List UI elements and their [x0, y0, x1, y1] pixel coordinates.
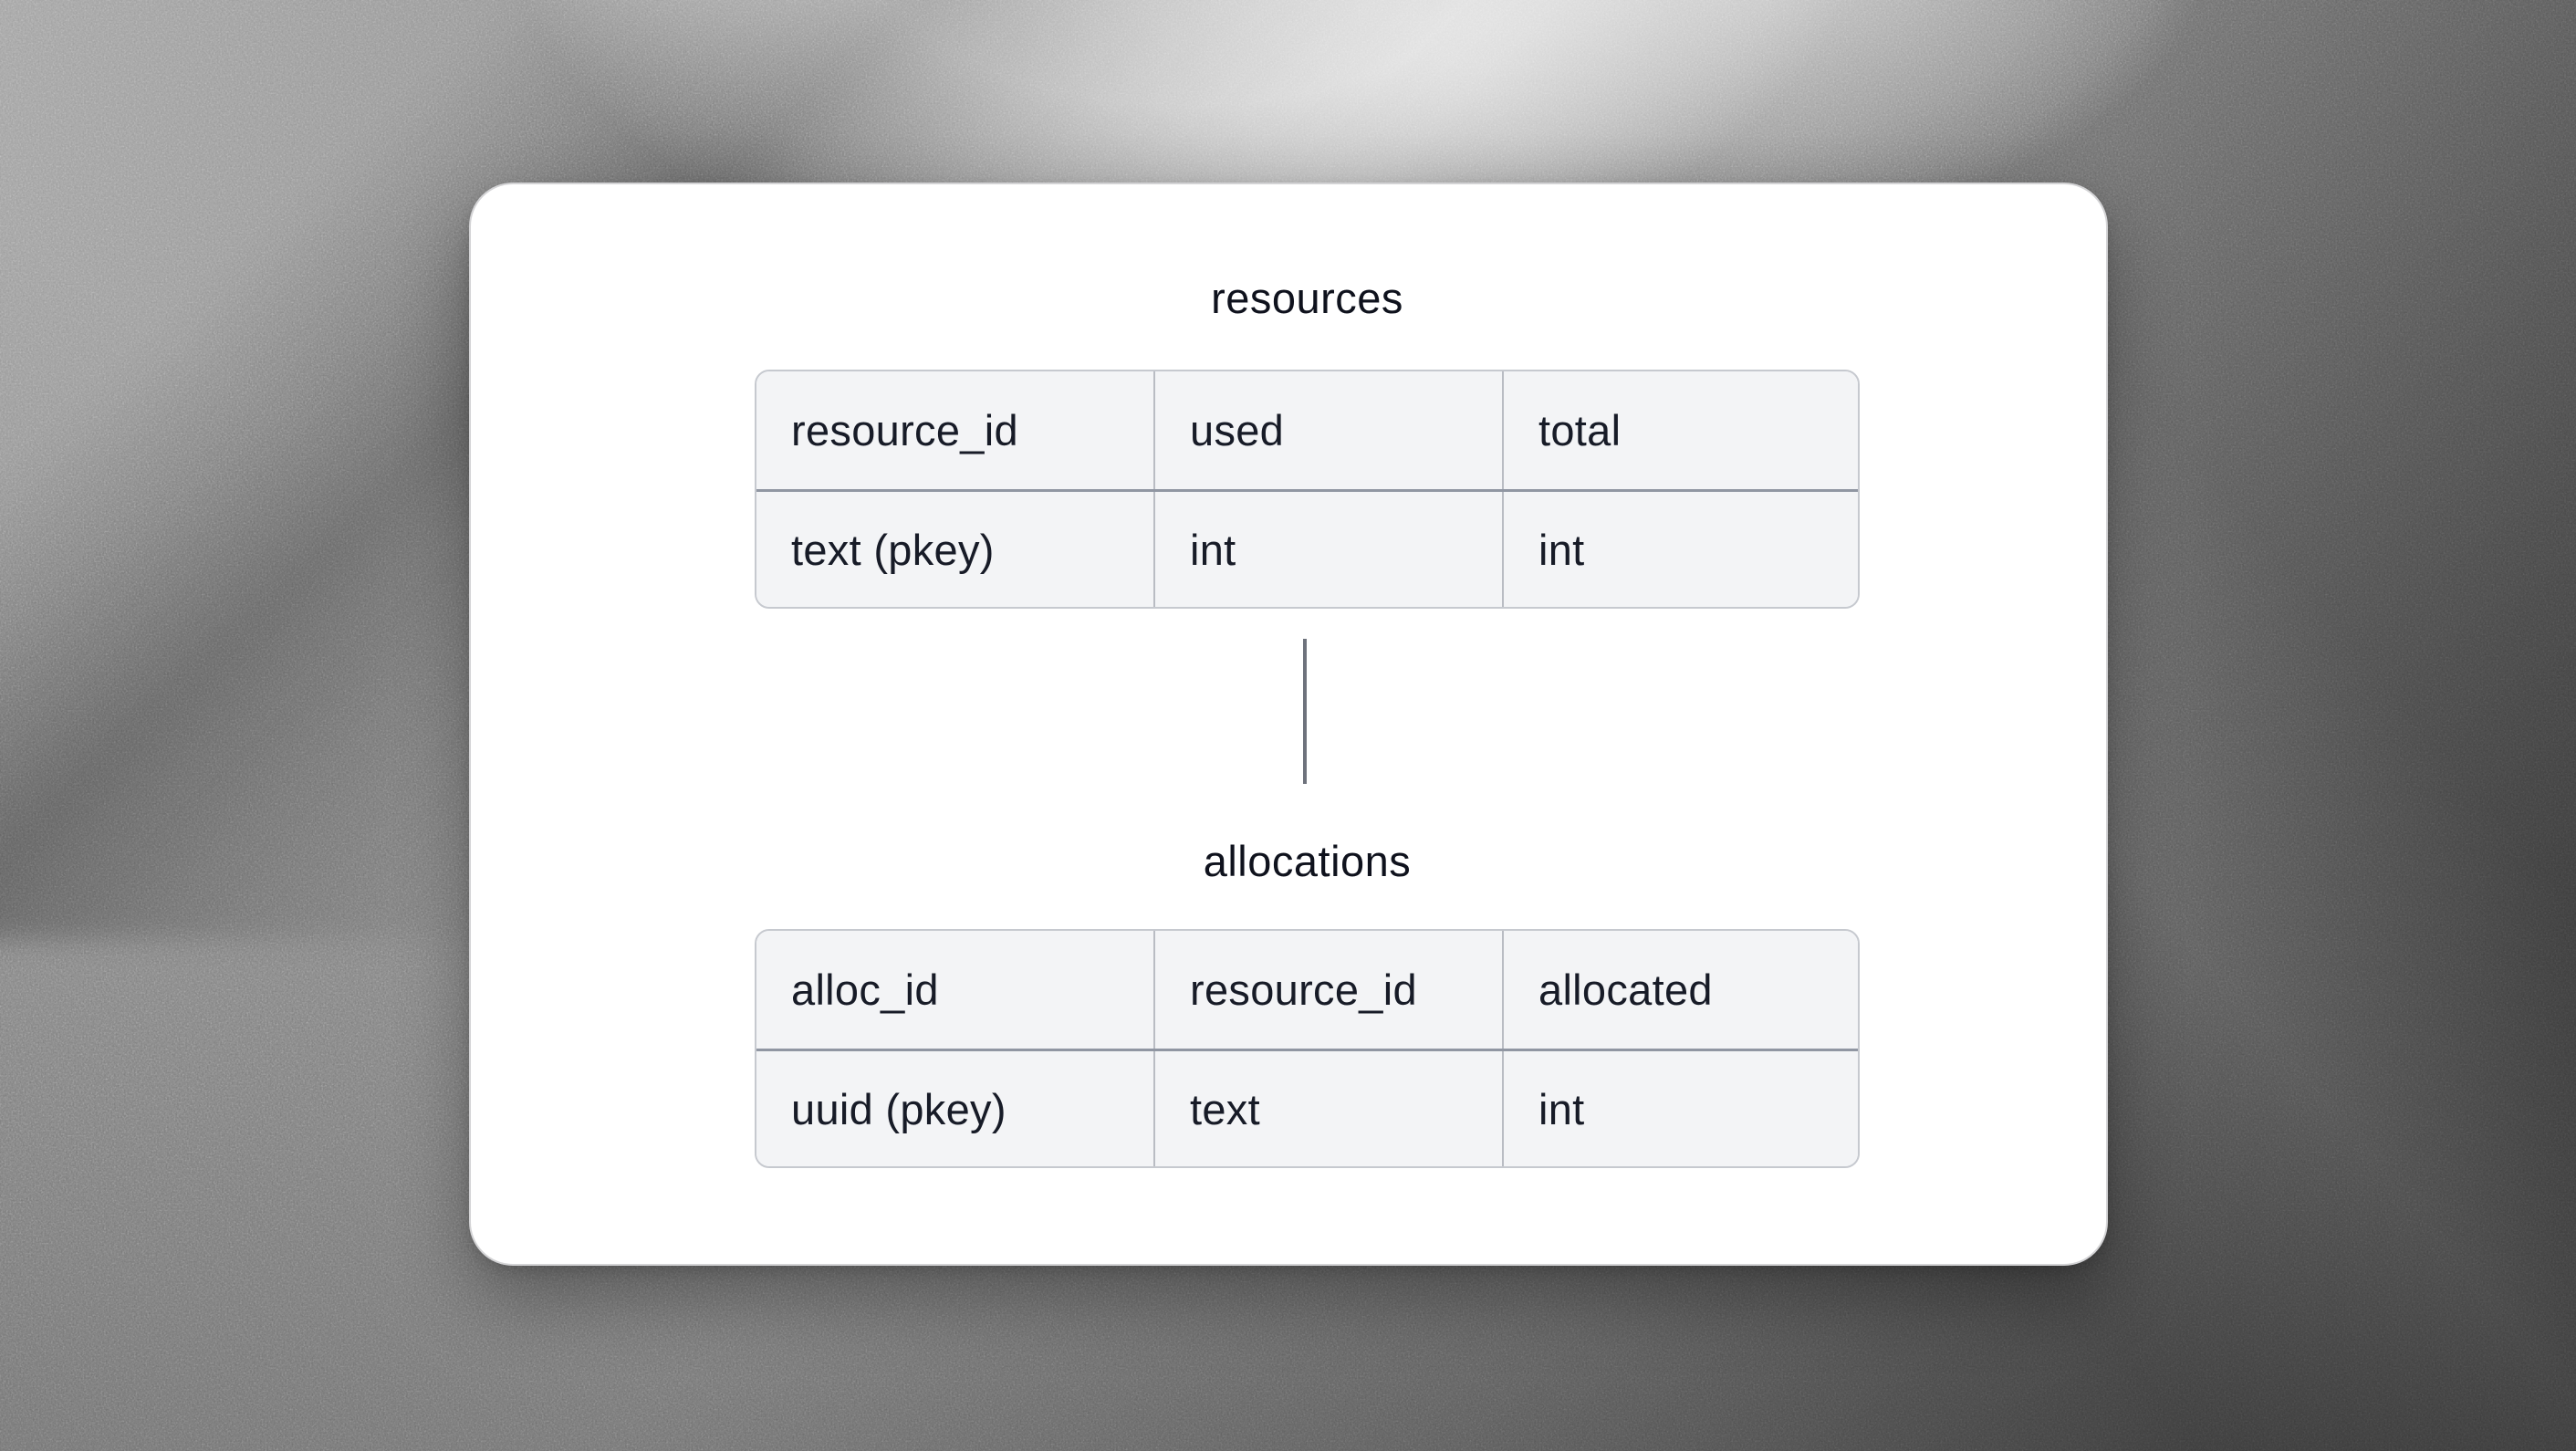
- column-header: used: [1155, 371, 1504, 489]
- table-title-allocations: allocations: [1203, 837, 1412, 885]
- column-header: resource_id: [1155, 931, 1504, 1049]
- column-header: allocated: [1504, 931, 1858, 1049]
- column-header: total: [1504, 371, 1858, 489]
- table-resources: resource_id used total text (pkey) int i…: [755, 370, 1860, 609]
- table-resources-header-row: resource_id used total: [756, 371, 1858, 492]
- table-title-resources: resources: [1211, 274, 1403, 322]
- column-type: int: [1504, 492, 1858, 607]
- relationship-connector-line: [1303, 639, 1307, 784]
- column-header: resource_id: [756, 371, 1155, 489]
- table-allocations-header-row: alloc_id resource_id allocated: [756, 931, 1858, 1051]
- column-type: text: [1155, 1051, 1504, 1166]
- column-type: int: [1155, 492, 1504, 607]
- table-resources-type-row: text (pkey) int int: [756, 492, 1858, 607]
- column-type: uuid (pkey): [756, 1051, 1155, 1166]
- column-header: alloc_id: [756, 931, 1155, 1049]
- column-type: int: [1504, 1051, 1858, 1166]
- table-allocations: alloc_id resource_id allocated uuid (pke…: [755, 929, 1860, 1168]
- column-type: text (pkey): [756, 492, 1155, 607]
- schema-card: resources resource_id used total text (p…: [469, 183, 2108, 1266]
- schema-diagram: resources resource_id used total text (p…: [755, 184, 1860, 1264]
- table-allocations-type-row: uuid (pkey) text int: [756, 1051, 1858, 1166]
